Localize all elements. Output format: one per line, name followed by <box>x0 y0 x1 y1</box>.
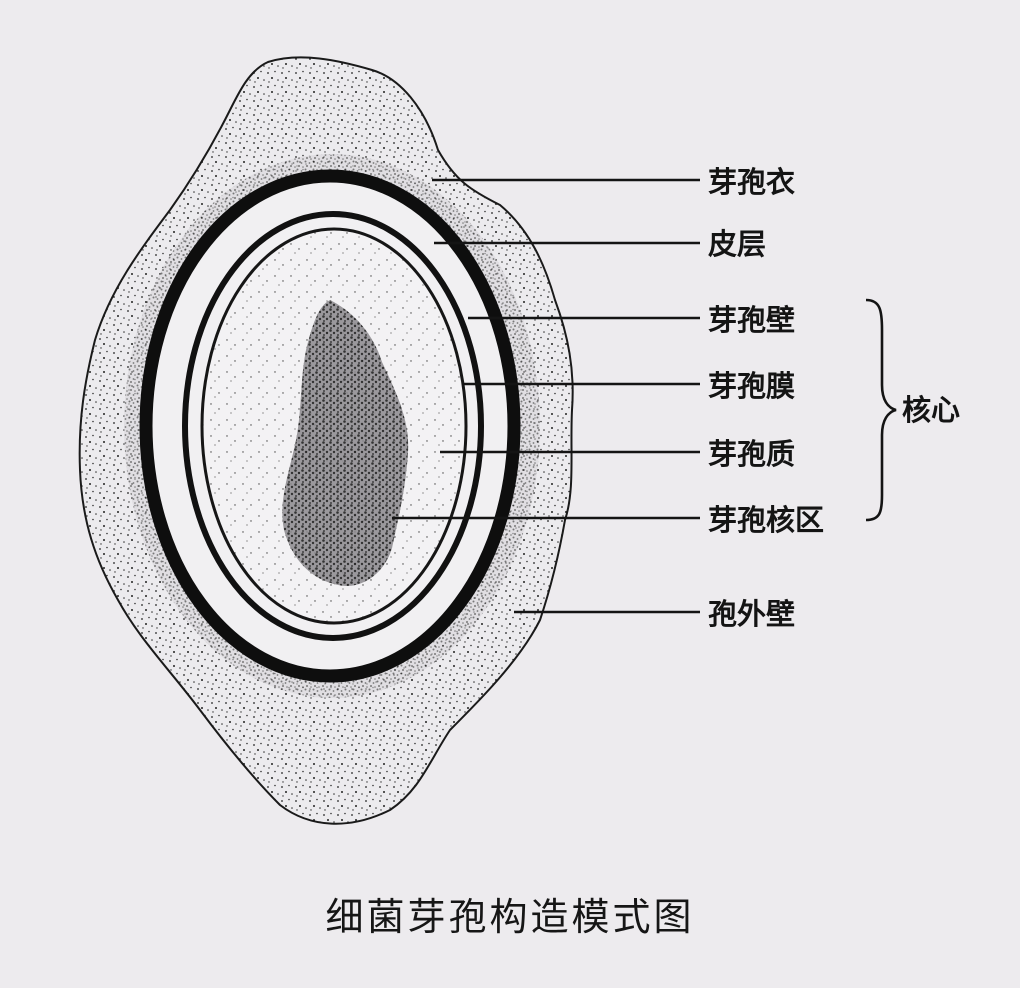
label-spore-wall: 芽孢壁 <box>708 303 795 337</box>
figure-caption: 细菌芽孢构造模式图 <box>325 895 694 939</box>
label-spore-coat: 芽孢衣 <box>708 165 795 199</box>
spore-wall-ring <box>182 211 484 641</box>
label-cytoplasm: 芽孢质 <box>708 437 795 471</box>
label-cortex: 皮层 <box>708 227 766 261</box>
label-nucleoid: 芽孢核区 <box>708 503 824 537</box>
leader-lines <box>392 178 700 614</box>
nucleoid-region <box>282 300 409 586</box>
label-spore-membrane: 芽孢膜 <box>708 369 795 403</box>
spore-coat-ring <box>139 169 521 683</box>
label-core: 核心 <box>902 393 960 427</box>
core-bracket <box>865 298 897 522</box>
label-exosporium: 孢外壁 <box>708 597 795 631</box>
